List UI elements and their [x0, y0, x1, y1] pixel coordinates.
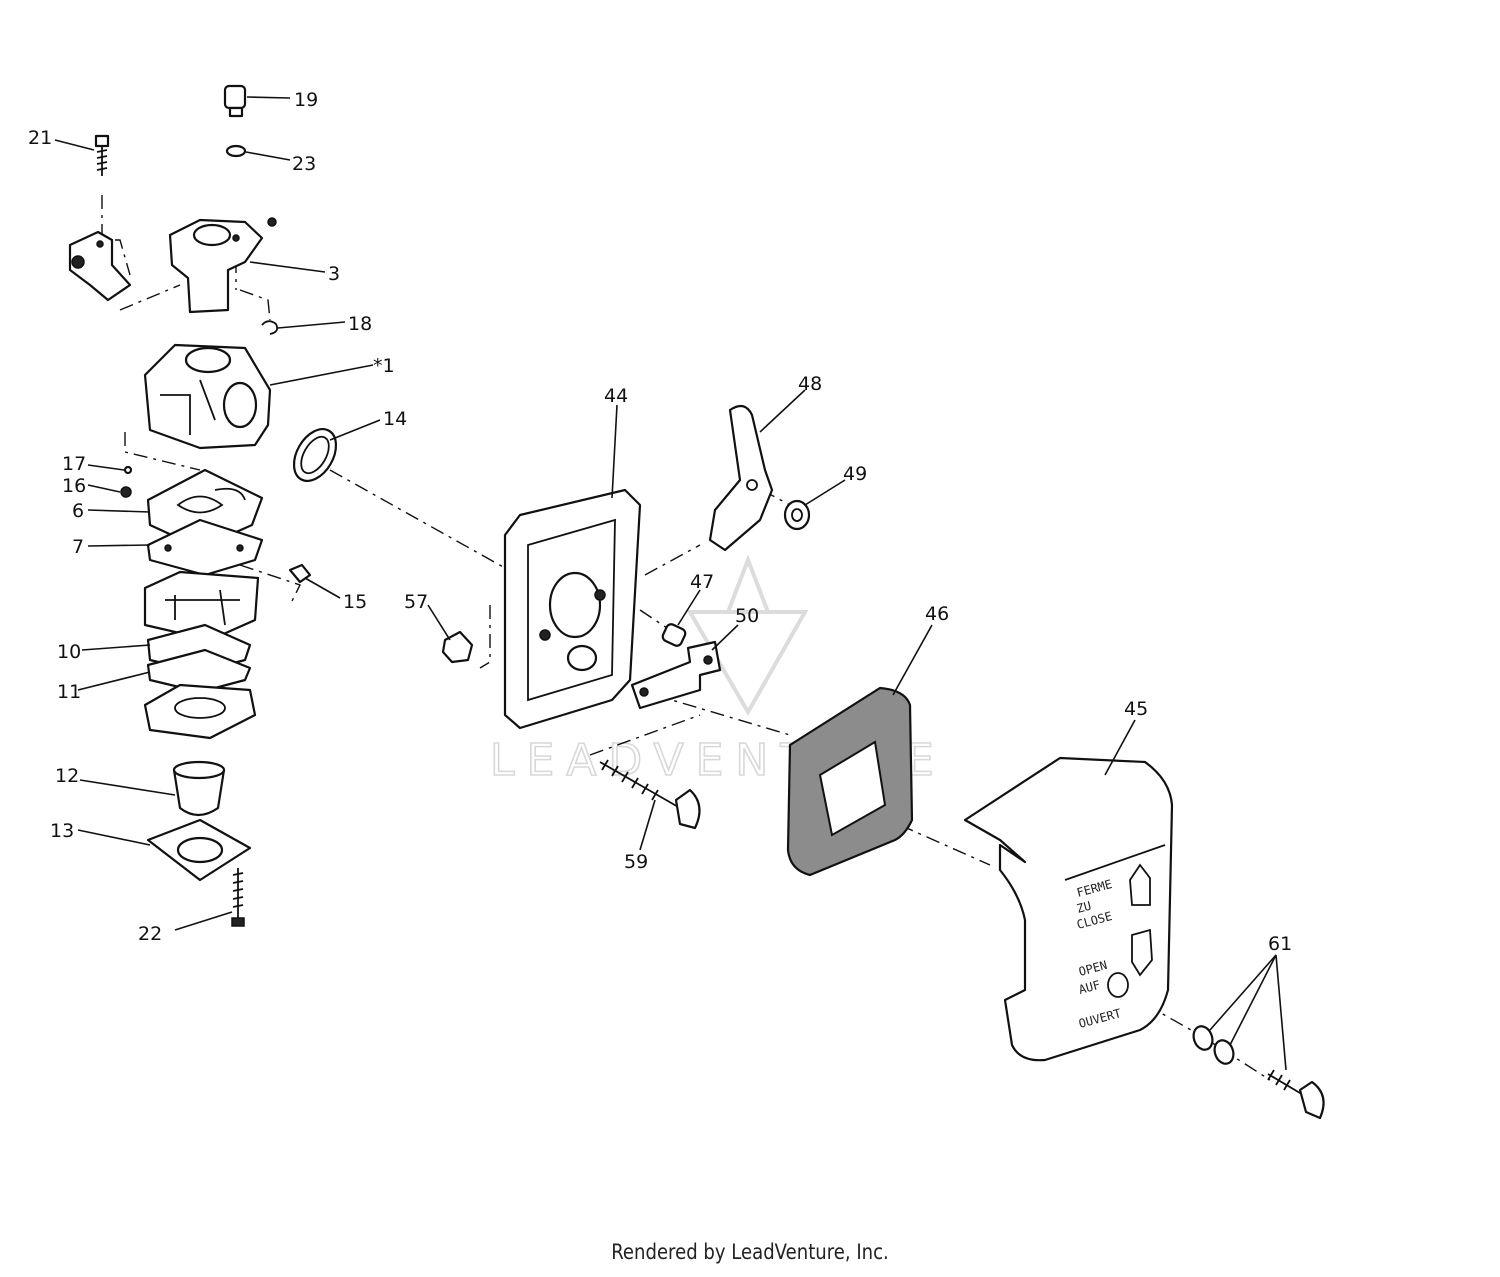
callout-1: *1 — [373, 355, 395, 377]
part-6-gasket — [146, 468, 264, 550]
callout-22: 22 — [138, 923, 162, 945]
callout-61: 61 — [1268, 933, 1292, 955]
part-13-retainer — [146, 818, 252, 882]
footer-credit: Rendered by LeadVenture, Inc. — [611, 1240, 889, 1264]
part-15-check-valve — [288, 563, 312, 584]
part-23-washer — [225, 144, 247, 158]
part-21-screw — [94, 134, 110, 176]
callout-11: 11 — [57, 681, 81, 703]
part-61-hardware — [1192, 1025, 1325, 1120]
part-7-diaphragm — [146, 518, 264, 577]
part-45-filter-cover: FERME ZU CLOSE OPEN AUF OUVERT — [963, 756, 1174, 1062]
cover-text-auf: AUF — [1077, 978, 1102, 997]
callout-16: 16 — [62, 475, 86, 497]
callout-13: 13 — [50, 820, 74, 842]
callout-10: 10 — [57, 641, 81, 663]
callout-6: 6 — [72, 500, 84, 522]
part-48-choke-lever — [708, 404, 774, 552]
callout-12: 12 — [55, 765, 79, 787]
part-22-screw — [231, 868, 245, 927]
pump-body — [143, 570, 260, 642]
callout-59: 59 — [624, 851, 648, 873]
part-3-throttle-assembly — [168, 217, 277, 314]
metering-cover — [143, 683, 257, 740]
callout-19: 19 — [294, 89, 318, 111]
part-17-ball — [123, 465, 133, 475]
callout-7: 7 — [72, 536, 84, 558]
part-46-foam-filter — [786, 686, 914, 877]
callout-57: 57 — [404, 591, 428, 613]
callout-50: 50 — [735, 605, 759, 627]
part-11-diaphragm — [146, 648, 252, 694]
part-19-adjuster — [223, 84, 247, 118]
part-14-ring — [292, 428, 338, 482]
part-59-bolt — [599, 759, 701, 830]
callout-45: 45 — [1124, 698, 1148, 720]
part-16-screw — [120, 486, 132, 498]
callout-23: 23 — [292, 153, 316, 175]
callout-3: 3 — [328, 263, 340, 285]
part-1-carburetor-body — [143, 343, 272, 450]
callout-44: 44 — [604, 385, 628, 407]
callout-48: 48 — [798, 373, 822, 395]
assembly-axes — [101, 195, 1271, 1081]
part-12-primer-bulb — [172, 760, 226, 817]
part-49-nut — [783, 499, 811, 531]
part-47-bushing — [661, 623, 687, 647]
part-44-filter-base — [503, 488, 642, 730]
callout-14: 14 — [383, 408, 407, 430]
bracket-part — [68, 230, 132, 302]
callout-49: 49 — [843, 463, 867, 485]
callout-17: 17 — [62, 453, 86, 475]
callout-46: 46 — [925, 603, 949, 625]
callout-numbers: 21 19 23 3 18 *1 14 17 16 6 7 15 10 11 1… — [28, 89, 1292, 955]
callout-47: 47 — [690, 571, 714, 593]
part-50-bracket — [630, 640, 722, 710]
cover-text-zu: ZU — [1075, 899, 1093, 916]
callout-21: 21 — [28, 127, 52, 149]
callout-15: 15 — [343, 591, 367, 613]
part-18-clip — [261, 320, 279, 335]
callout-18: 18 — [348, 313, 372, 335]
leader-lines — [54, 96, 1287, 1071]
